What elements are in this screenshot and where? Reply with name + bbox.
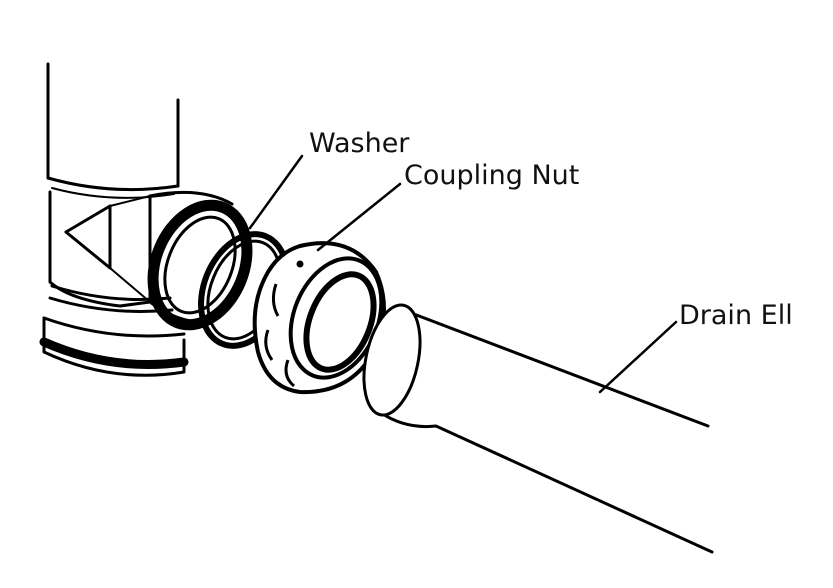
drain-ell-label: Drain Ell <box>679 300 793 331</box>
tailpiece-tee <box>39 62 234 377</box>
drain-ell-leader <box>598 320 678 394</box>
coupling-nut <box>252 241 386 395</box>
washer-label: Washer <box>309 128 410 159</box>
drain-ell-pipe <box>362 303 714 554</box>
tee-outlet-ring <box>147 199 253 331</box>
leader-lines <box>248 154 678 394</box>
coupling-nut-label: Coupling Nut <box>404 160 580 191</box>
coupling-nut-leader <box>316 182 402 252</box>
washer-leader <box>248 154 304 230</box>
